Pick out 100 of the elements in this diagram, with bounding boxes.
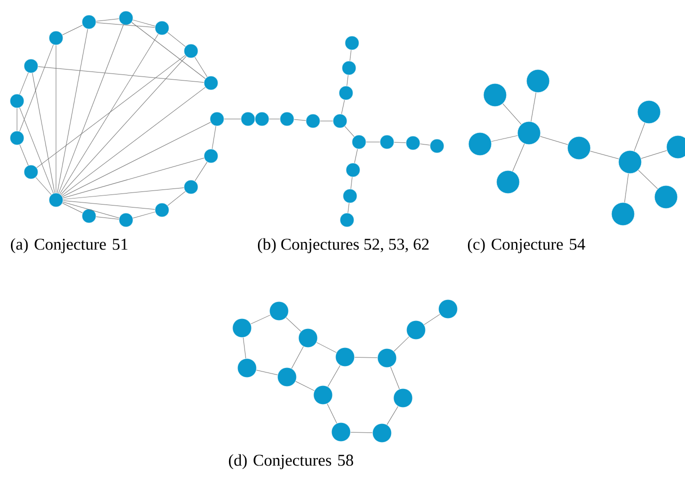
graph-vertex <box>313 385 333 405</box>
graph-vertex <box>254 112 270 126</box>
graph-edge <box>327 403 338 424</box>
graph-vertex <box>277 367 297 387</box>
graph-edge <box>36 177 52 195</box>
graph-vertex <box>496 170 520 194</box>
graph-vertex <box>184 180 198 194</box>
graph-vertex <box>82 208 96 224</box>
graph-edge <box>62 202 120 218</box>
graph-edge <box>32 72 55 194</box>
graph-edge <box>96 22 156 28</box>
graph-edge <box>286 317 302 332</box>
graph-edge <box>194 56 208 78</box>
graph-edge <box>194 162 208 182</box>
graph-vertex <box>118 212 134 228</box>
graph-edge <box>96 18 120 22</box>
graph-vertex <box>380 134 394 150</box>
graph-edge <box>590 150 619 160</box>
graph-vertex <box>393 388 413 408</box>
graph-vertex <box>240 112 256 126</box>
subfigure-caption: (c) Conjecture 54 <box>468 238 586 254</box>
graph-edge <box>250 314 270 324</box>
graph-edge <box>62 87 206 196</box>
graph-vertex <box>204 148 218 164</box>
graph-edge <box>268 118 280 120</box>
graph-vertex <box>340 212 354 228</box>
graph-edge <box>348 202 350 214</box>
graph-edge <box>132 20 156 26</box>
graph-edge <box>540 136 568 145</box>
graph-vertex <box>48 192 64 208</box>
graph-edge <box>638 170 658 190</box>
graph-edge <box>350 432 373 434</box>
subfigure-caption: (b) Conjectures 52, 53, 62 <box>258 238 429 254</box>
graph-edge <box>167 191 186 206</box>
graph-vertex <box>342 188 358 204</box>
graph-edge <box>491 135 518 142</box>
graph-edge <box>295 381 315 391</box>
graph-edge <box>62 158 204 198</box>
graph-vertex <box>377 348 397 368</box>
graph-edge <box>212 126 216 150</box>
graph-edge <box>328 365 340 387</box>
graph-edge <box>62 202 83 214</box>
graph-vertex <box>618 150 642 174</box>
graph-vertex <box>82 14 96 30</box>
graph-vertex <box>666 135 685 159</box>
graph-edge <box>390 366 400 390</box>
graph-edge <box>394 336 410 352</box>
graph-edge <box>224 118 242 120</box>
graph-vertex <box>332 114 348 128</box>
graph-edge <box>62 200 156 210</box>
graph-vertex <box>335 347 355 367</box>
graph-edge <box>294 119 306 121</box>
graph-vertex <box>637 100 661 124</box>
graph-edge <box>20 144 28 166</box>
graph-vertex <box>210 112 224 126</box>
graph-edge <box>344 126 354 137</box>
graph-vertex <box>438 299 458 319</box>
graph-edge <box>530 92 536 122</box>
graph-edge <box>624 173 629 203</box>
graph-vertex <box>269 301 289 321</box>
graph-vertex <box>406 320 426 340</box>
graph-vertex <box>331 422 351 442</box>
graph-vertex <box>184 44 198 58</box>
graph-vertex <box>232 318 252 338</box>
graph-vertex <box>280 112 294 126</box>
graph-edge <box>62 187 184 200</box>
graph-vertex <box>567 136 591 160</box>
graph-vertex <box>342 60 356 76</box>
graph-edge <box>57 28 88 194</box>
graph-edge <box>354 356 378 358</box>
graph-edge <box>350 50 352 62</box>
graph-edge <box>512 144 525 172</box>
graph-edge <box>96 216 120 220</box>
graph-edge <box>38 66 204 83</box>
graph-edge <box>394 142 406 143</box>
subfigure-caption: (a) Conjecture 51 <box>10 238 128 254</box>
graph-vertex <box>654 185 678 209</box>
graph-vertex <box>611 202 635 226</box>
graph-edge <box>16 108 18 132</box>
graph-vertex <box>517 121 541 145</box>
subfigure-caption: (d) Conjectures 58 <box>228 454 354 470</box>
graph-edge <box>19 107 54 194</box>
graph-edge <box>320 120 334 122</box>
graph-edge <box>640 150 668 159</box>
graph-edge <box>131 22 206 79</box>
graph-edge <box>502 103 522 125</box>
graph-edge <box>291 346 304 369</box>
graph-vertex <box>346 162 360 178</box>
graph-edge <box>424 314 440 325</box>
graph-vertex <box>10 94 24 108</box>
graph-vertex <box>483 83 507 107</box>
graph-vertex <box>372 423 392 443</box>
graph-vertex <box>10 130 24 146</box>
graph-vertex <box>344 36 360 50</box>
graph-edge <box>386 406 398 425</box>
graph-vertex <box>298 328 318 348</box>
graph-vertex <box>24 164 38 180</box>
graph-vertex <box>154 20 170 36</box>
graph-edge <box>58 24 124 194</box>
graph-vertex <box>204 76 218 90</box>
